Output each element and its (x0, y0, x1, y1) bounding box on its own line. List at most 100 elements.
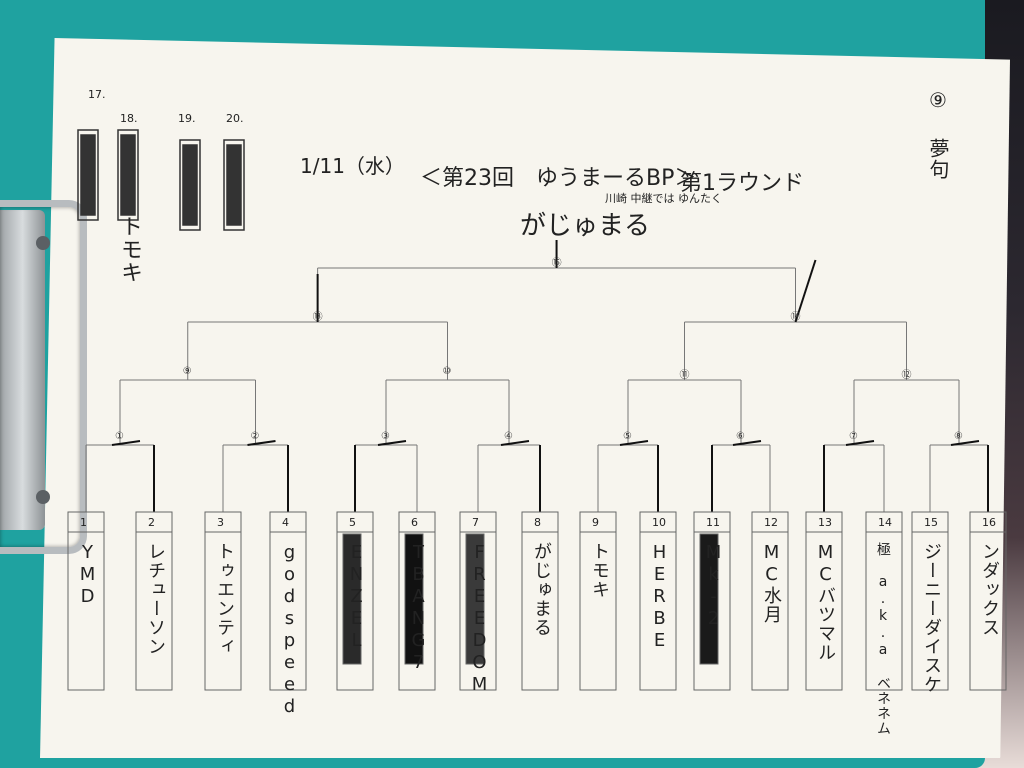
entry-name: MCバツマル (815, 542, 836, 662)
entry-slot (865, 511, 903, 691)
entry-slot (969, 511, 1007, 691)
entry-name: トゥエンティ (214, 542, 235, 656)
match-number: ⑨ (182, 366, 192, 377)
winner-ink (377, 440, 407, 446)
entry-slot (521, 511, 559, 691)
entry-number: 8 (534, 516, 541, 529)
match-number: ⑫ (901, 370, 912, 381)
reserve-fill (182, 144, 198, 226)
entry-name: ンダックス (979, 542, 1000, 637)
entry-number: 1 (80, 516, 87, 529)
entry-number: 16 (982, 516, 996, 529)
entry-number: 3 (217, 516, 224, 529)
reserve-fill (80, 134, 96, 216)
reserve-slot (223, 139, 245, 231)
reserve-slot (179, 139, 201, 231)
reserve-number: 17. (88, 88, 106, 101)
winner-ink (845, 440, 875, 446)
entry-name: FREEDOM (469, 542, 490, 696)
round-label: 第1ラウンド (680, 171, 804, 196)
winner-ink (111, 440, 141, 446)
strike-fill (699, 533, 719, 665)
top-right-note: ⑨ 夢句 (926, 88, 950, 180)
reserve-name: トモキ (117, 215, 142, 284)
reserve-number: 18. (120, 112, 138, 125)
match-number: ③ (381, 431, 390, 442)
entry-number: 15 (924, 516, 938, 529)
clipboard-clip-plate (0, 210, 45, 530)
entry-number: 12 (764, 516, 778, 529)
entry-slot (269, 511, 307, 691)
match-number: ⑧ (954, 431, 963, 442)
entry-name: HERBE (649, 542, 670, 652)
winner-ink (247, 440, 276, 446)
match-number: ⑬ (312, 312, 323, 323)
match-number: ⑭ (790, 312, 801, 323)
reserve-number: 19. (178, 112, 196, 125)
date-label: 1/11（水） (300, 154, 405, 178)
entry-number: 6 (411, 516, 418, 529)
match-number: ② (250, 431, 260, 442)
winner-name: がじゅまる (520, 211, 651, 241)
reserve-slot (77, 129, 99, 221)
reserve-fill (226, 144, 242, 226)
clip-rivet (36, 490, 50, 504)
strike-fill (465, 533, 485, 665)
winner-ink (732, 440, 762, 446)
match-number: ④ (504, 431, 513, 442)
entry-slot (459, 511, 497, 691)
entry-slot (135, 511, 173, 691)
match-number: ⑩ (442, 366, 452, 377)
entry-name: トモキ (589, 542, 610, 599)
match-number: ⑥ (736, 431, 745, 442)
entry-slot (805, 511, 843, 691)
entry-number: 13 (818, 516, 832, 529)
entry-slot (693, 511, 731, 691)
match-number: ⑮ (551, 258, 562, 269)
entry-name: ENZEL (346, 542, 367, 652)
match-number: ⑤ (623, 431, 632, 442)
entry-number: 9 (592, 516, 599, 529)
strike-fill (404, 533, 424, 665)
winner-ink (500, 440, 530, 446)
entry-name: TBANG7 (408, 542, 429, 674)
winner-annotation: 川崎 中継では ゆんたく (605, 192, 722, 205)
winner-ink (619, 440, 649, 446)
entry-slot (639, 511, 677, 691)
clipboard-clip (0, 200, 87, 554)
entry-name: レチューソン (145, 542, 166, 656)
match-number: ⑦ (849, 431, 858, 442)
entry-number: 11 (706, 516, 720, 529)
reserve-fill (120, 134, 136, 216)
bracket-sheet (40, 38, 1010, 758)
match-number: ⑪ (679, 370, 690, 381)
entry-name: ジーニーダイスケ (921, 542, 942, 694)
entry-name: YMD (77, 542, 98, 608)
entry-number: 10 (652, 516, 666, 529)
strike-fill (342, 533, 362, 665)
winner-ink (950, 440, 980, 446)
clip-rivet (36, 236, 50, 250)
reserve-number: 20. (226, 112, 244, 125)
entry-slot (579, 511, 617, 691)
entry-slot (751, 511, 789, 691)
entry-number: 5 (349, 516, 356, 529)
entry-name: がじゅまる (531, 542, 552, 637)
entry-number: 2 (148, 516, 155, 529)
entry-slot (336, 511, 374, 691)
winner-ink (794, 259, 817, 323)
entry-name: godspeed (279, 542, 300, 718)
entry-number: 14 (878, 516, 892, 529)
page-title: ＜第23回 ゆうまーるBP＞ (420, 166, 697, 191)
reserve-slot (117, 129, 139, 221)
entry-number: 7 (472, 516, 479, 529)
entry-slot (398, 511, 436, 691)
entry-number: 4 (282, 516, 289, 529)
entry-slot (911, 511, 949, 691)
entry-name: Mk-2 (703, 542, 724, 630)
entry-slot (67, 511, 105, 691)
entry-name: MC水月 (761, 542, 782, 624)
match-number: ① (115, 431, 124, 442)
entry-slot (204, 511, 242, 691)
